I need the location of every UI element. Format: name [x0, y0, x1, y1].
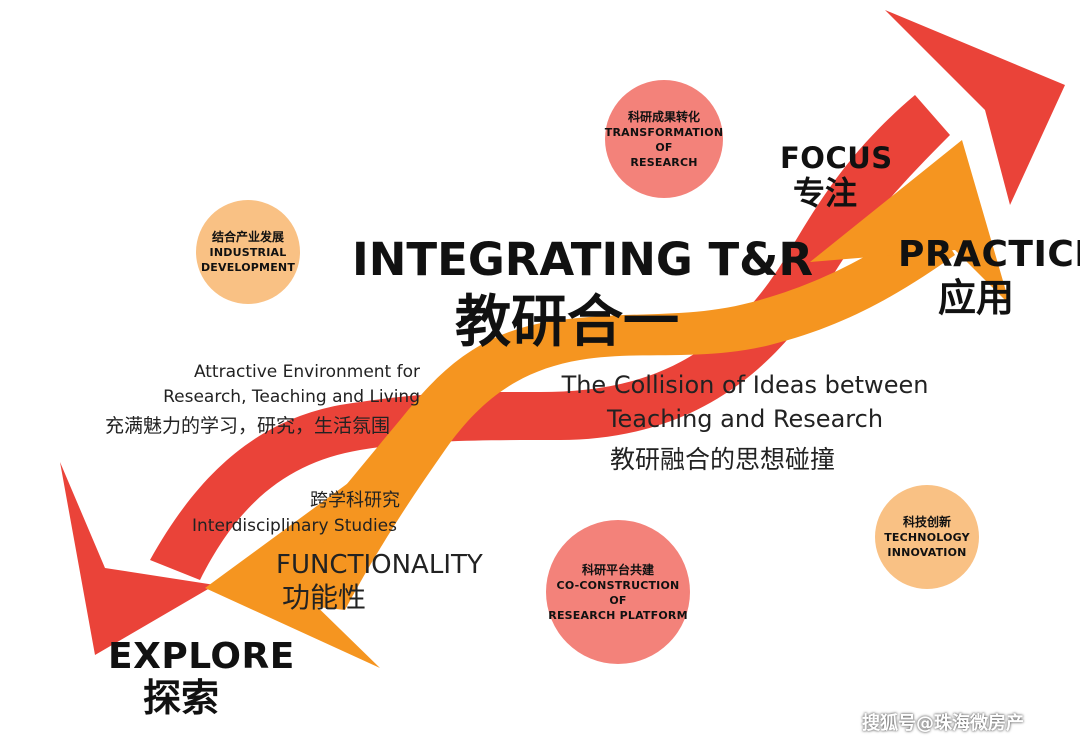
circle-industrial-en: INDUSTRIAL DEVELOPMENT	[200, 246, 296, 274]
orange-arrow-body	[255, 215, 955, 610]
center-title-en: INTEGRATING T&R	[352, 233, 814, 286]
circle-platform-en: CO-CONSTRUCTION OF RESEARCH PLATFORM	[548, 578, 688, 622]
circle-technology: 科技创新 TECHNOLOGY INNOVATION	[875, 485, 979, 589]
circle-transformation: 科研成果转化 TRANSFORMATION OF RESEARCH	[605, 80, 723, 198]
functionality-label-en: FUNCTIONALITY	[276, 550, 483, 580]
watermark: 搜狐号@珠海微房产	[862, 713, 1024, 734]
collision-description-en: The Collision of Ideas between Teaching …	[561, 371, 929, 433]
practice-label-en: PRACTICE	[898, 234, 1080, 275]
circle-industrial: 结合产业发展 INDUSTRIAL DEVELOPMENT	[196, 200, 300, 304]
practice-label-cn: 应用	[938, 276, 1015, 320]
circle-transformation-en: TRANSFORMATION OF RESEARCH	[604, 125, 724, 169]
interdisciplinary-en: Interdisciplinary Studies	[192, 516, 397, 536]
interdisciplinary-cn: 跨学科研究	[310, 490, 400, 511]
red-arrow-body	[150, 95, 950, 580]
circle-platform-cn: 科研平台共建	[581, 562, 654, 577]
explore-label-cn: 探索	[143, 676, 220, 720]
red-arrowhead-left	[60, 462, 215, 655]
orange-arrowhead-left	[205, 478, 380, 668]
circle-transformation-cn: 科研成果转化	[627, 109, 700, 124]
circle-industrial-cn: 结合产业发展	[211, 230, 284, 244]
circle-technology-en: TECHNOLOGY INNOVATION	[884, 531, 970, 559]
focus-label-en: FOCUS	[780, 141, 893, 175]
circle-platform: 科研平台共建 CO-CONSTRUCTION OF RESEARCH PLATF…	[546, 520, 690, 664]
red-arrowhead-right	[885, 10, 1065, 205]
center-title-cn: 教研合一	[455, 290, 679, 355]
environment-description-cn: 充满魅力的学习，研究，生活氛围	[105, 415, 391, 437]
orange-arrowhead-right	[810, 140, 1010, 305]
collision-description-cn: 教研融合的思想碰撞	[610, 445, 836, 474]
functionality-label-cn: 功能性	[282, 581, 367, 614]
explore-label-en: EXPLORE	[108, 636, 295, 677]
focus-label-cn: 专注	[793, 174, 858, 212]
circle-technology-cn: 科技创新	[902, 515, 951, 529]
environment-description-en: Attractive Environment for Research, Tea…	[163, 362, 420, 407]
